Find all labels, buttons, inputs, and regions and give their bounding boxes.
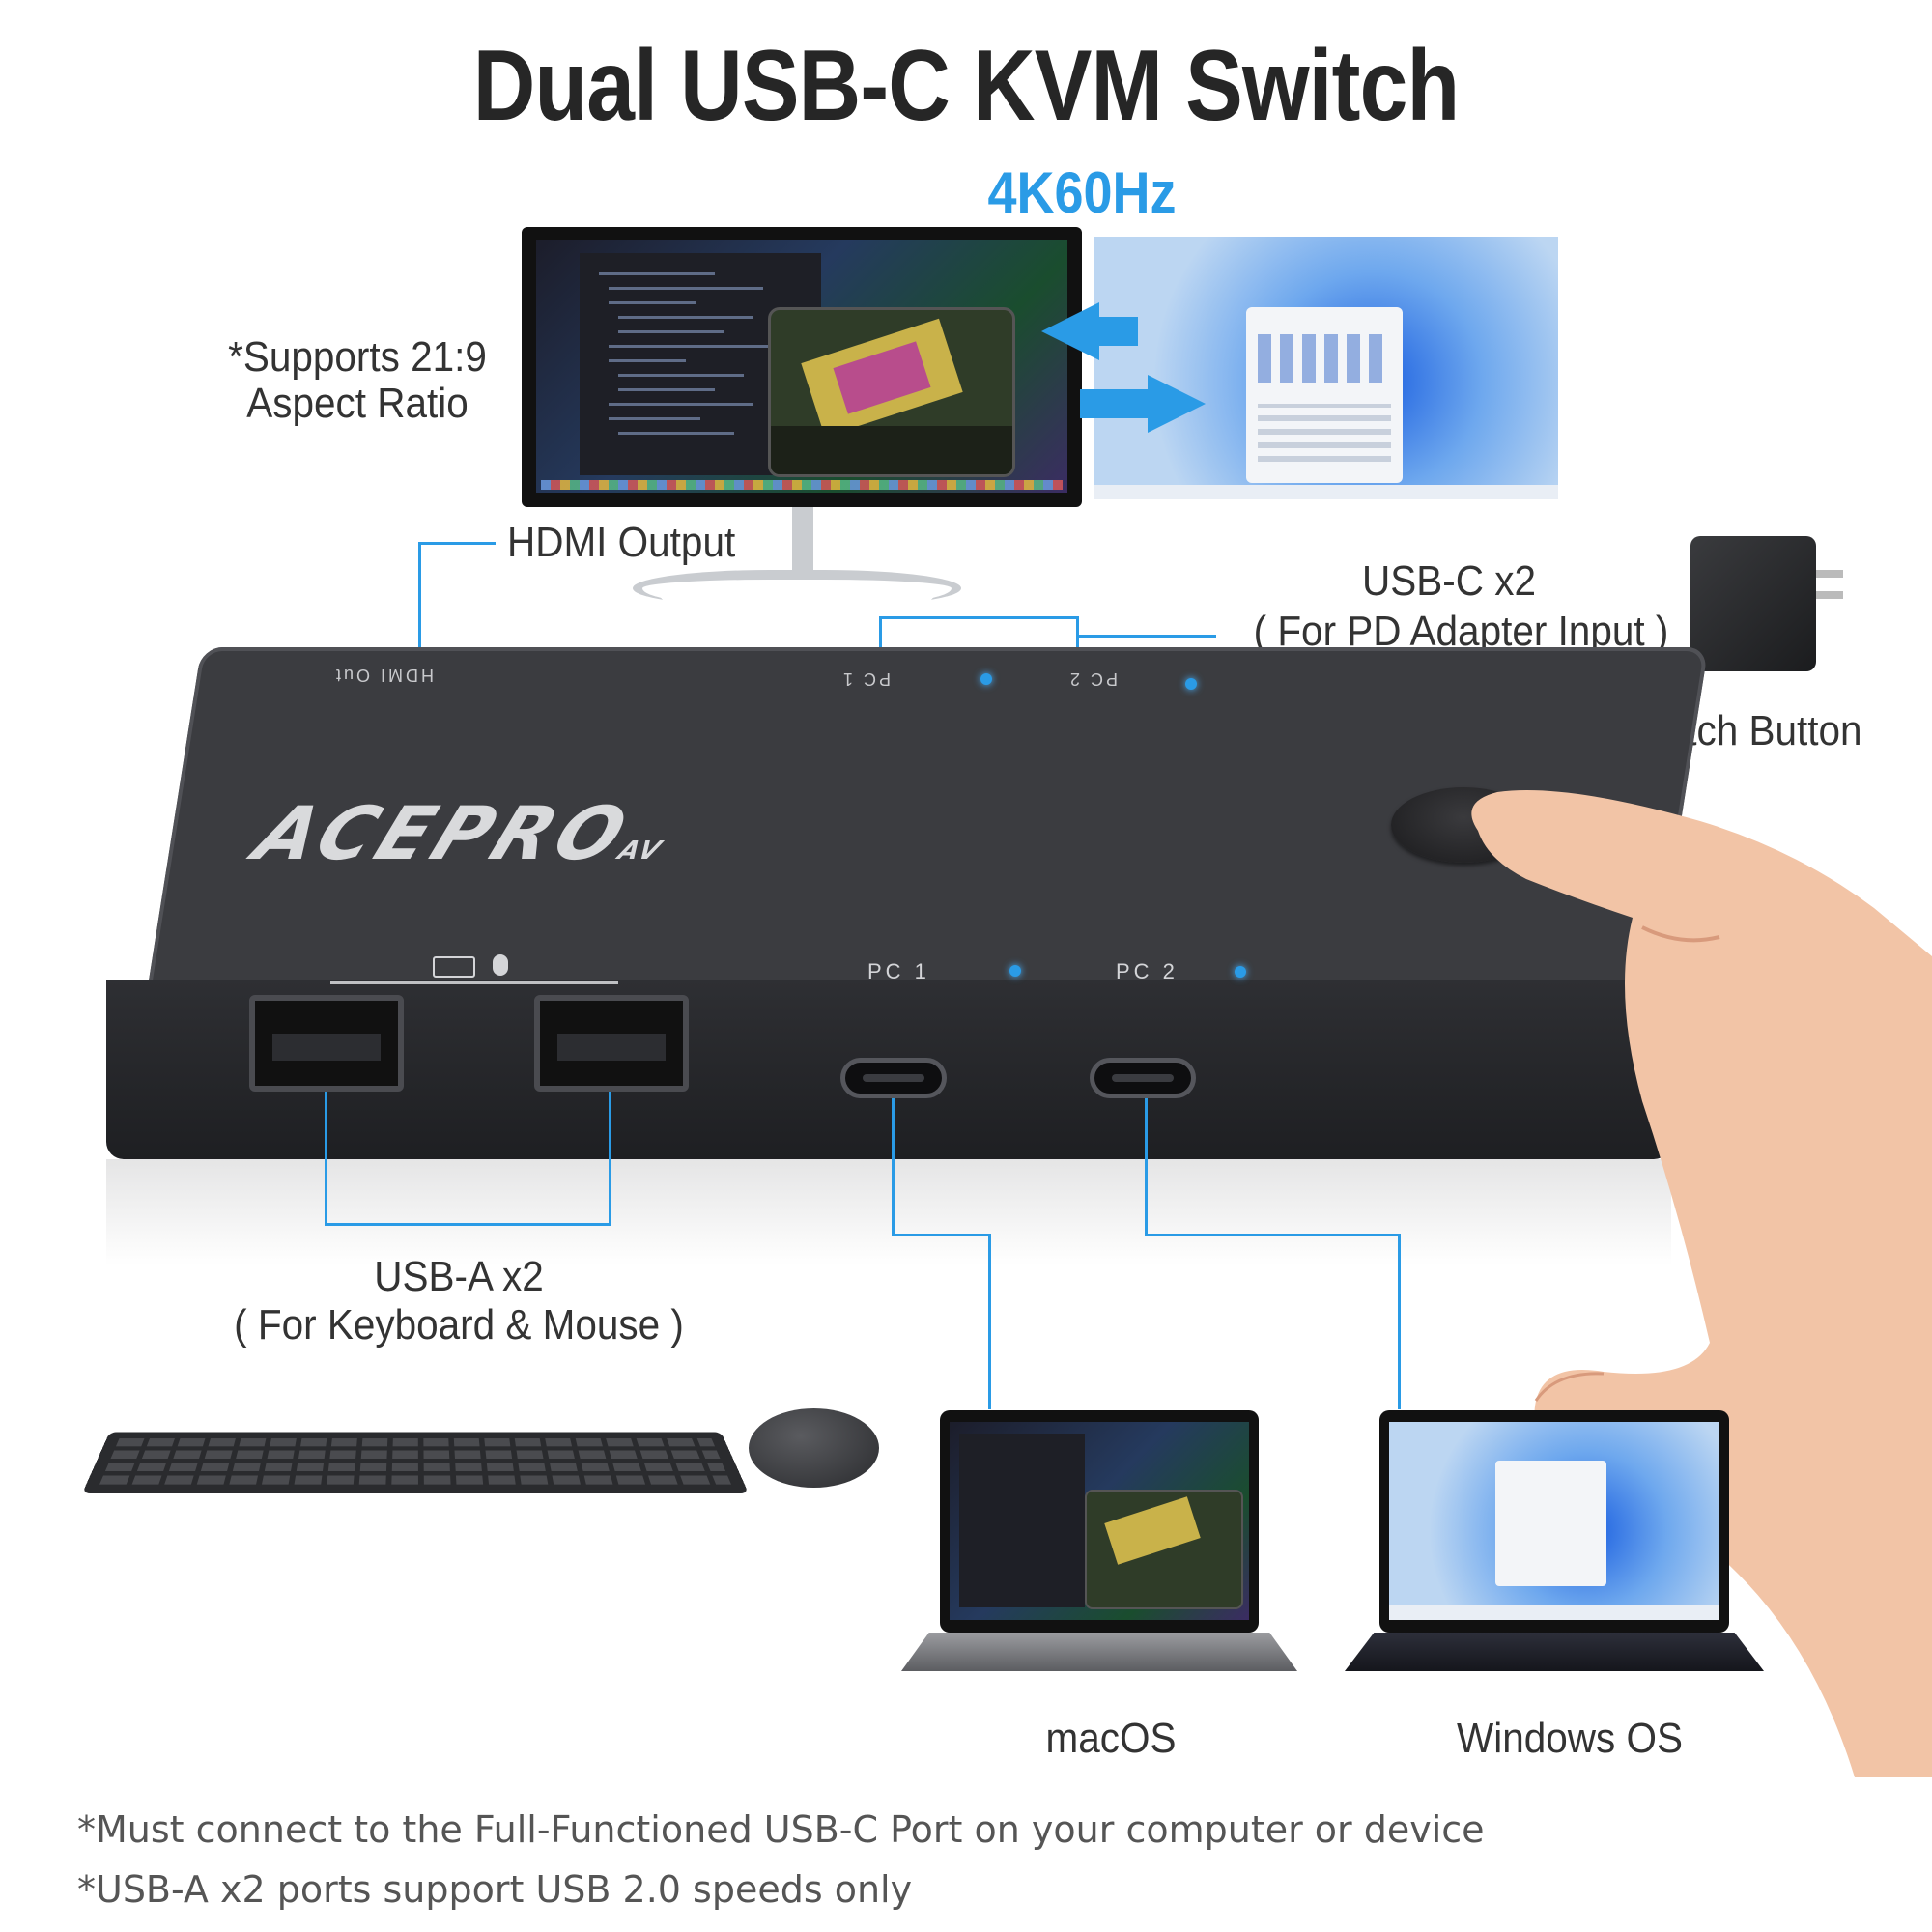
- windows-label: Windows OS: [1457, 1715, 1683, 1762]
- usb-a-port-2[interactable]: [534, 995, 689, 1092]
- windows-taskbar: [1094, 485, 1558, 499]
- aspect-ratio-line-1: *Supports 21:9: [228, 333, 487, 381]
- pd1-led: [980, 673, 992, 685]
- dock: [541, 480, 1063, 490]
- pd-adapter-body: [1690, 536, 1816, 671]
- monitor-stand-neck: [792, 507, 813, 580]
- kvm-reflection: [106, 1159, 1671, 1265]
- aspect-ratio-line-2: Aspect Ratio: [246, 380, 469, 427]
- mouse: [749, 1408, 879, 1488]
- monitor-stand-base: [633, 570, 961, 607]
- start-menu: [1246, 307, 1403, 483]
- pd2-silkscreen: PC 2: [1067, 669, 1119, 689]
- footnote-usb-c: *Must connect to the Full-Functioned USB…: [77, 1808, 1485, 1851]
- usb-a-port-1[interactable]: [249, 995, 404, 1092]
- keyboard: [82, 1432, 749, 1493]
- macos-laptop: [901, 1410, 1297, 1671]
- usb-c-port-pc1[interactable]: [840, 1058, 947, 1098]
- windows-laptop-base: [1345, 1633, 1764, 1671]
- usb-a-bracket: [330, 981, 618, 984]
- macos-label: macOS: [1045, 1715, 1177, 1762]
- pd2-led: [1185, 678, 1197, 690]
- footnote-usb-a: *USB-A x2 ports support USB 2.0 speeds o…: [77, 1868, 913, 1911]
- acepro-logo: ACEPROAV: [243, 790, 668, 876]
- keyboard-icon: [433, 956, 475, 978]
- pc1-front-silkscreen: PC 1: [867, 959, 930, 983]
- hand-pressing-button: [1471, 790, 1932, 1777]
- pd1-silkscreen: PC 1: [840, 669, 892, 689]
- usba-label: USB-A x2 ( For Keyboard & Mouse ): [219, 1256, 699, 1347]
- pc2-front-silkscreen: PC 2: [1116, 959, 1179, 983]
- pc2-led: [1235, 966, 1246, 978]
- pc1-led: [1009, 965, 1021, 977]
- mouse-icon: [493, 954, 508, 976]
- hdmi-output-label: HDMI Output: [507, 519, 736, 566]
- page-title: Dual USB-C KVM Switch: [472, 30, 1460, 142]
- resolution-badge: 4K60Hz: [987, 160, 1177, 225]
- windows-laptop: [1345, 1410, 1764, 1671]
- macos-laptop-screen: [940, 1410, 1259, 1633]
- windows-laptop-screen: [1379, 1410, 1729, 1633]
- usba-line-1: USB-A x2: [374, 1253, 544, 1300]
- hdmi-out-silkscreen: HDMI Out: [333, 666, 435, 685]
- usb-c-port-pc2[interactable]: [1090, 1058, 1196, 1098]
- usba-line-2: ( For Keyboard & Mouse ): [234, 1301, 684, 1349]
- map-app-window: [768, 307, 1015, 477]
- usbc-pd-line-1: USB-C x2: [1362, 557, 1536, 605]
- usbc-pd-line-2: ( For PD Adapter Input ): [1253, 608, 1669, 655]
- usbc-pd-label: USB-C x2 ( For PD Adapter Input ): [1253, 557, 1669, 655]
- aspect-ratio-note: *Supports 21:9 Aspect Ratio: [224, 336, 491, 425]
- macos-laptop-base: [901, 1633, 1297, 1671]
